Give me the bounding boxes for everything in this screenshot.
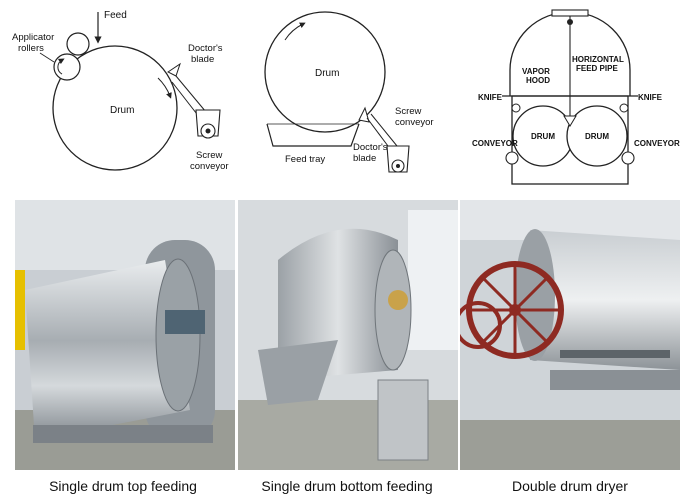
feed-nozzle xyxy=(563,115,577,127)
doctor-label-line1: Doctor's xyxy=(188,43,223,54)
applicator-leader xyxy=(39,52,55,63)
doctor-label-line2: blade xyxy=(353,153,376,164)
applicator-roller-upper xyxy=(66,32,90,56)
drum-label: Drum xyxy=(110,105,134,116)
screw-label-line1: Screw xyxy=(196,150,223,161)
drum-label: Drum xyxy=(315,68,339,79)
caption-double-drum-dryer: Double drum dryer xyxy=(512,478,628,494)
dryer-frame xyxy=(511,95,629,185)
vapor-hood-label-line1: VAPOR xyxy=(522,67,550,76)
photo-illustration xyxy=(15,200,235,470)
stack-top-valve xyxy=(567,19,573,25)
photo-double-drum-dryer xyxy=(460,200,680,470)
applicator-label-line2: rollers xyxy=(18,43,44,54)
discharge-line xyxy=(366,117,392,151)
feed-tray-label: Feed tray xyxy=(285,154,325,165)
doctor-label-line1: Doctor's xyxy=(353,142,388,153)
doctor-blade-shape xyxy=(167,62,181,77)
screw-label-line2: conveyor xyxy=(395,117,434,128)
left-knife-shape xyxy=(511,103,521,113)
drum-circle xyxy=(264,11,386,133)
doctor-blade-shape xyxy=(358,106,370,123)
applicator-label-line1: Applicator xyxy=(12,32,54,43)
screw-label-line2: conveyor xyxy=(190,161,229,172)
drum-circle xyxy=(52,45,178,171)
discharge-line-2 xyxy=(175,75,207,113)
left-conveyor-shape xyxy=(505,151,519,165)
caption-single-drum-bottom-feeding: Single drum bottom feeding xyxy=(261,478,433,494)
diagram-single-drum-bottom-feeding: Drum Feed tray Doctor's blade Screw conv… xyxy=(255,0,455,195)
drum-rotation-arrow xyxy=(284,22,306,41)
conveyor-right-label: CONVEYOR xyxy=(634,139,680,148)
right-knife-shape xyxy=(619,103,629,113)
hood-stack xyxy=(551,9,589,17)
feed-label: Feed xyxy=(104,10,127,21)
feed-pipe-label-line2: FEED PIPE xyxy=(576,64,618,73)
photo-single-drum-bottom-feeding xyxy=(238,200,458,470)
screw-conveyor-hub xyxy=(396,164,400,168)
photo-illustration xyxy=(238,200,458,470)
doctor-label-line2: blade xyxy=(191,54,214,65)
discharge-line xyxy=(171,81,201,119)
vapor-hood-label-line2: HOOD xyxy=(526,76,550,85)
photo-single-drum-top-feeding xyxy=(15,200,235,470)
screw-conveyor-hub xyxy=(205,128,211,134)
double-drum-schematic: VAPOR HOOD HORIZONTAL FEED PIPE KNIFE KN… xyxy=(472,9,680,185)
knife-right-label: KNIFE xyxy=(638,93,663,102)
diagram-single-drum-top-feeding: Feed Applicator rollers Doctor's blade D… xyxy=(10,0,235,195)
diagram-double-drum-dryer: VAPOR HOOD HORIZONTAL FEED PIPE KNIFE KN… xyxy=(472,0,700,195)
feed-pipe-label-line1: HORIZONTAL xyxy=(572,55,624,64)
photo-illustration xyxy=(460,200,680,470)
drum-rotation-arrow xyxy=(157,77,172,99)
roller-rotation-arrow xyxy=(57,58,65,75)
left-drum-label: DRUM xyxy=(531,132,555,141)
bottom-feeding-schematic: Drum Feed tray Doctor's blade Screw conv… xyxy=(264,11,434,173)
right-conveyor-shape xyxy=(621,151,635,165)
top-feeding-schematic: Feed Applicator rollers Doctor's blade D… xyxy=(12,10,229,172)
screw-label-line1: Screw xyxy=(395,106,422,117)
caption-single-drum-top-feeding: Single drum top feeding xyxy=(49,478,197,494)
knife-left-label: KNIFE xyxy=(478,93,503,102)
right-drum-label: DRUM xyxy=(585,132,609,141)
conveyor-left-label: CONVEYOR xyxy=(472,139,518,148)
discharge-line-2 xyxy=(370,113,398,147)
right-drum-circle xyxy=(566,105,628,167)
feed-tray-shape xyxy=(266,123,360,147)
